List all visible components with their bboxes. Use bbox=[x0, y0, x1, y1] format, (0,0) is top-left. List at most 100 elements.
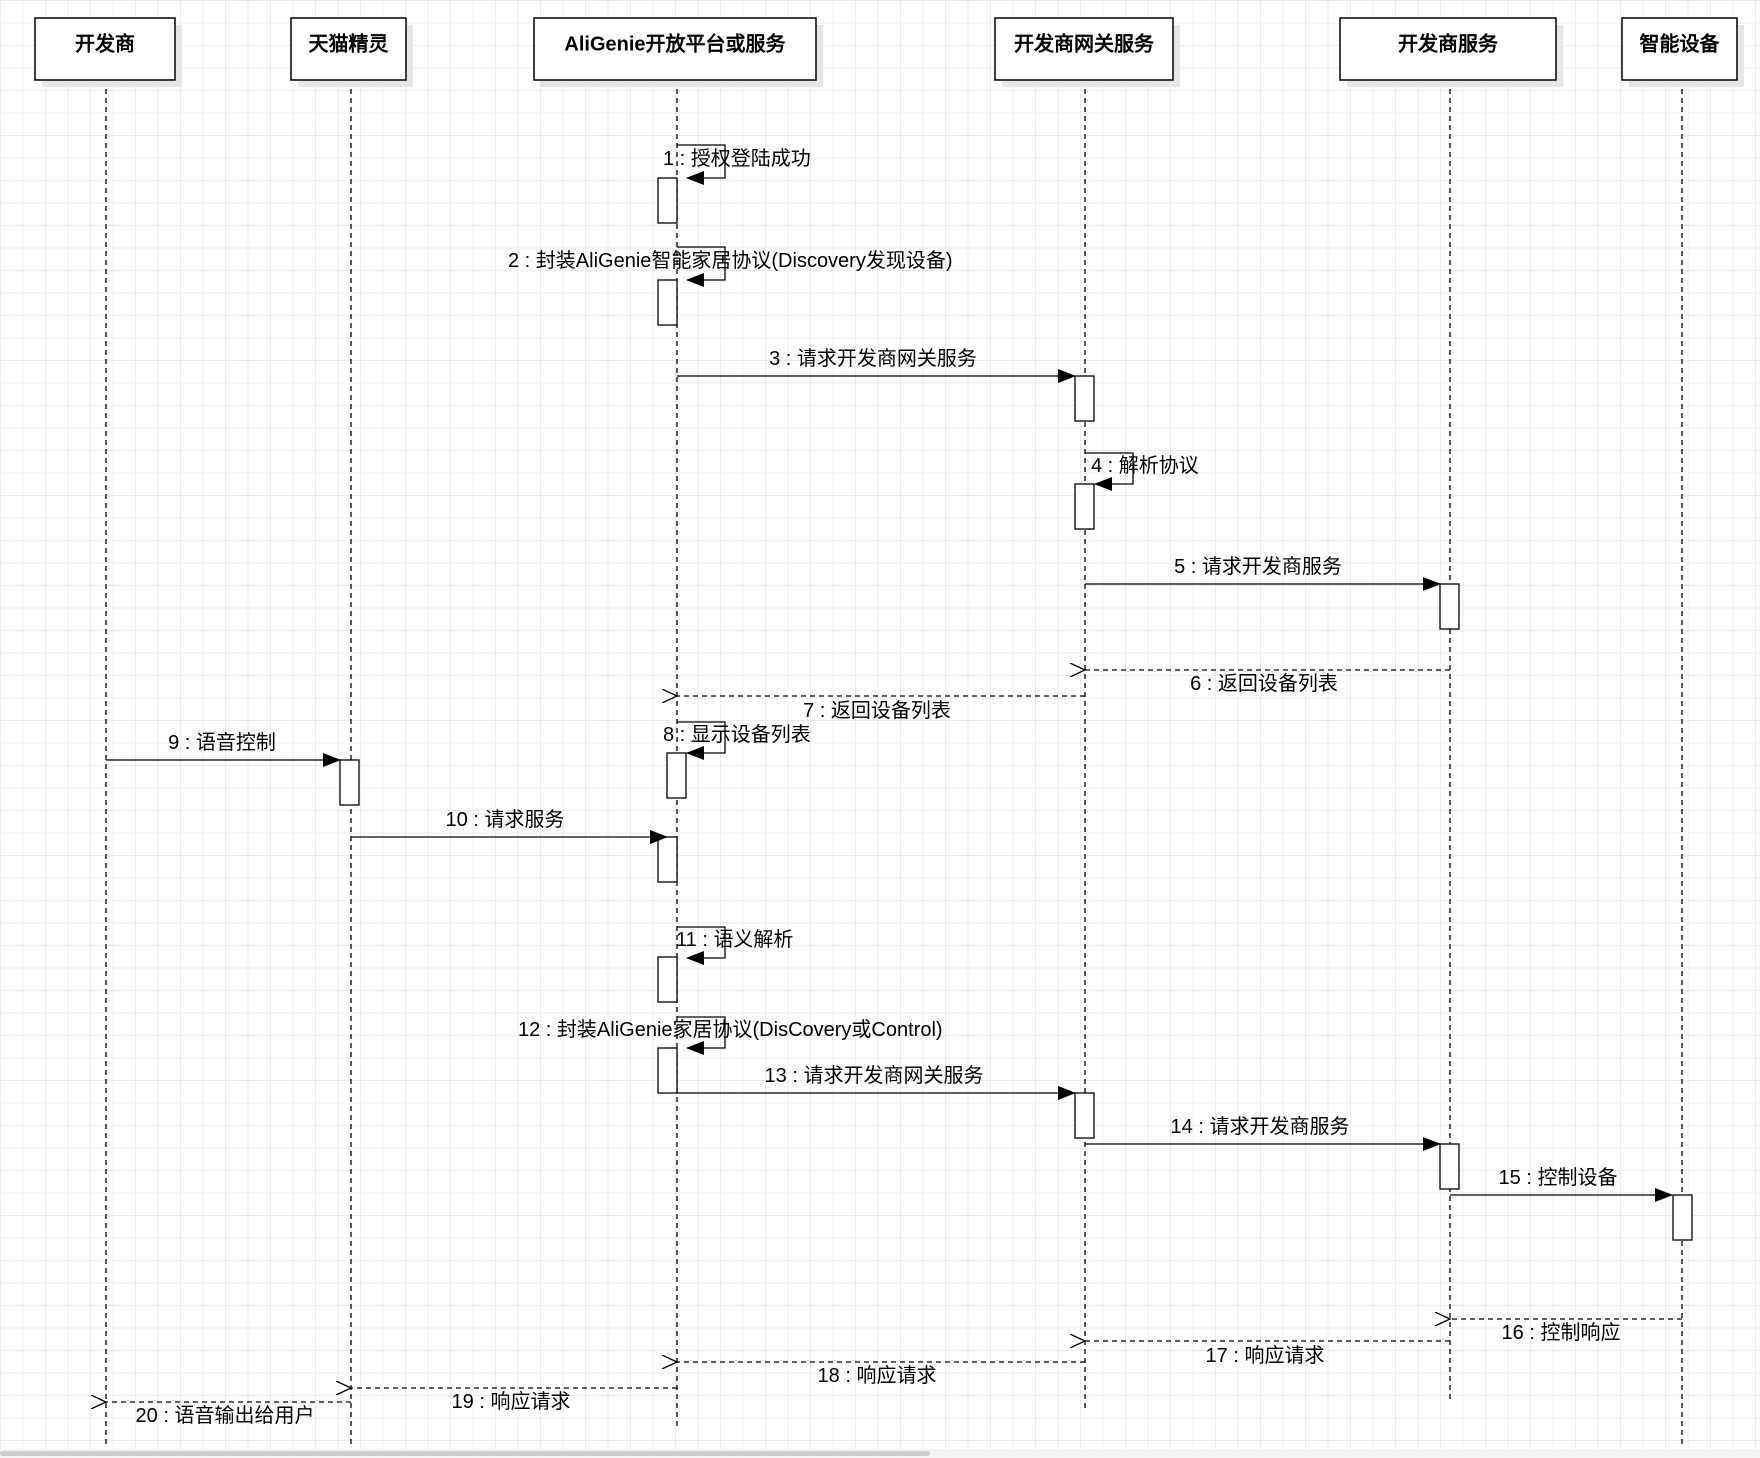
message-separator: : bbox=[1524, 1322, 1541, 1344]
participant-tmall_genie[interactable]: 天猫精灵 bbox=[290, 17, 413, 87]
message-label: 10 : 请求服务 bbox=[446, 808, 565, 831]
message-number: 5 bbox=[1174, 556, 1185, 578]
message-number: 12 bbox=[518, 1019, 540, 1041]
message-text: 语义解析 bbox=[713, 928, 793, 951]
activation-bar bbox=[1074, 1092, 1095, 1139]
message-label: 15 : 控制设备 bbox=[1499, 1166, 1618, 1189]
message-12: 12 : 封装AliGenie家居协议(DisCovery或Control) bbox=[518, 1016, 943, 1055]
self-message-arrow bbox=[677, 721, 726, 760]
message-20: 20 : 语音输出给用户 bbox=[106, 1402, 351, 1427]
message-6: 6 : 返回设备列表 bbox=[1085, 670, 1450, 695]
message-separator: : bbox=[1102, 455, 1119, 477]
activation-bar bbox=[1074, 483, 1095, 530]
message-4: 4 : 解析协议 bbox=[1085, 452, 1199, 491]
message-separator: : bbox=[1201, 673, 1218, 695]
message-15: 15 : 控制设备 bbox=[1450, 1166, 1673, 1202]
message-separator: : bbox=[474, 1391, 491, 1413]
activation-bar bbox=[657, 956, 678, 1003]
message-label: 20 : 语音输出给用户 bbox=[136, 1404, 315, 1427]
horizontal-scrollbar[interactable] bbox=[0, 1449, 1760, 1458]
message-8: 8 : 显示设备列表 bbox=[663, 721, 811, 760]
activation-bar bbox=[1074, 375, 1095, 422]
participant-label: 智能设备 bbox=[1640, 31, 1721, 55]
message-text: 封装AliGenie家居协议(DisCovery或Control) bbox=[557, 1018, 943, 1041]
message-number: 15 bbox=[1499, 1167, 1521, 1189]
message-16: 16 : 控制响应 bbox=[1450, 1319, 1682, 1344]
activation-bar bbox=[339, 759, 360, 806]
message-label: 17 : 响应请求 bbox=[1206, 1344, 1325, 1367]
message-number: 7 bbox=[803, 700, 814, 722]
message-text: 请求开发商服务 bbox=[1202, 555, 1342, 578]
message-text: 请求开发商网关服务 bbox=[797, 347, 977, 370]
participant-developer[interactable]: 开发商 bbox=[34, 17, 182, 87]
message-text: 请求开发商服务 bbox=[1209, 1115, 1349, 1138]
message-number: 3 bbox=[769, 348, 780, 370]
message-separator: : bbox=[697, 929, 714, 951]
message-separator: : bbox=[780, 348, 797, 370]
participant-label: AliGenie开放平台或服务 bbox=[564, 31, 786, 55]
message-number: 17 bbox=[1206, 1345, 1228, 1367]
message-separator: : bbox=[468, 809, 485, 831]
activation-bar bbox=[1439, 1143, 1460, 1190]
self-message-arrow bbox=[1085, 452, 1134, 491]
message-text: 授权登陆成功 bbox=[691, 147, 811, 170]
message-separator: : bbox=[1185, 556, 1202, 578]
participant-smart_device[interactable]: 智能设备 bbox=[1621, 17, 1744, 87]
message-17: 17 : 响应请求 bbox=[1085, 1341, 1450, 1367]
message-number: 6 bbox=[1190, 673, 1201, 695]
message-separator: : bbox=[540, 1019, 557, 1041]
message-1: 1 : 授权登陆成功 bbox=[663, 144, 811, 185]
message-text: 响应请求 bbox=[856, 1364, 936, 1387]
activation-bar bbox=[666, 752, 687, 799]
message-18: 18 : 响应请求 bbox=[677, 1362, 1085, 1387]
message-19: 19 : 响应请求 bbox=[351, 1388, 677, 1413]
activation-bar bbox=[657, 279, 678, 326]
message-3: 3 : 请求开发商网关服务 bbox=[677, 347, 1076, 383]
message-label: 3 : 请求开发商网关服务 bbox=[769, 347, 977, 370]
activation-bar bbox=[1439, 583, 1460, 630]
message-label: 5 : 请求开发商服务 bbox=[1174, 555, 1342, 578]
activation-bar bbox=[657, 1047, 678, 1094]
message-label: 18 : 响应请求 bbox=[818, 1364, 937, 1387]
message-separator: : bbox=[179, 732, 196, 754]
message-11: 11 : 语义解析 bbox=[676, 926, 793, 965]
message-number: 11 bbox=[676, 929, 697, 951]
scrollbar-thumb[interactable] bbox=[0, 1451, 930, 1456]
message-text: 语音控制 bbox=[196, 731, 276, 754]
self-message-arrow bbox=[677, 926, 726, 965]
message-number: 8 bbox=[663, 724, 674, 746]
self-message-arrow bbox=[677, 246, 726, 287]
message-label: 2 : 封装AliGenie智能家居协议(Discovery发现设备) bbox=[508, 249, 953, 272]
message-separator: : bbox=[1193, 1116, 1210, 1138]
message-label: 19 : 响应请求 bbox=[452, 1390, 571, 1413]
message-13: 13 : 请求开发商网关服务 bbox=[677, 1064, 1076, 1100]
message-text: 响应请求 bbox=[1244, 1344, 1324, 1367]
message-number: 16 bbox=[1502, 1322, 1524, 1344]
message-text: 语音输出给用户 bbox=[174, 1404, 314, 1427]
message-text: 解析协议 bbox=[1119, 454, 1199, 477]
message-5: 5 : 请求开发商服务 bbox=[1085, 555, 1441, 591]
message-number: 18 bbox=[818, 1365, 840, 1387]
participant-dev_service[interactable]: 开发商服务 bbox=[1339, 17, 1563, 87]
message-number: 13 bbox=[765, 1065, 787, 1087]
message-label: 4 : 解析协议 bbox=[1091, 454, 1199, 477]
participant-label: 开发商 bbox=[75, 31, 135, 55]
message-14: 14 : 请求开发商服务 bbox=[1085, 1115, 1441, 1151]
message-separator: : bbox=[787, 1065, 804, 1087]
message-separator: : bbox=[158, 1405, 175, 1427]
activation-bar bbox=[657, 177, 678, 224]
message-label: 11 : 语义解析 bbox=[676, 928, 793, 951]
participant-gateway[interactable]: 开发商网关服务 bbox=[994, 17, 1180, 87]
message-number: 4 bbox=[1091, 455, 1102, 477]
message-text: 控制设备 bbox=[1537, 1166, 1617, 1189]
message-number: 19 bbox=[452, 1391, 474, 1413]
self-message-arrow bbox=[677, 1016, 726, 1055]
message-text: 控制响应 bbox=[1540, 1321, 1620, 1344]
message-9: 9 : 语音控制 bbox=[106, 731, 341, 767]
message-label: 16 : 控制响应 bbox=[1502, 1321, 1621, 1344]
participant-aligenie[interactable]: AliGenie开放平台或服务 bbox=[533, 17, 823, 87]
message-number: 14 bbox=[1171, 1116, 1193, 1138]
message-separator: : bbox=[814, 700, 831, 722]
message-2: 2 : 封装AliGenie智能家居协议(Discovery发现设备) bbox=[508, 246, 953, 287]
message-separator: : bbox=[1521, 1167, 1538, 1189]
